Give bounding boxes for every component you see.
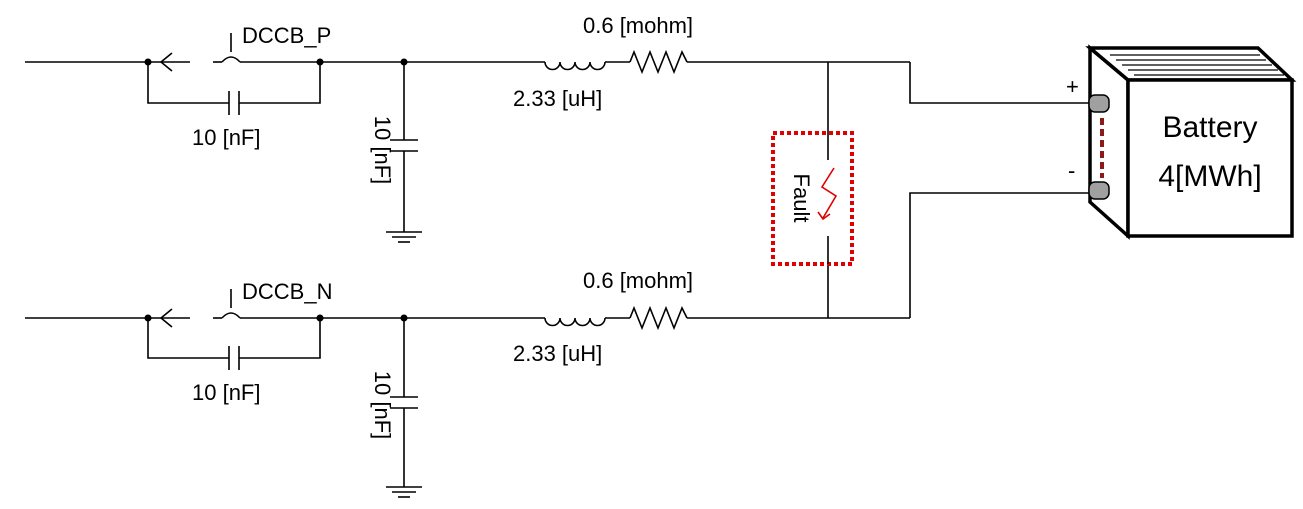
battery-plus-sign: + bbox=[1066, 74, 1079, 99]
resistor-p bbox=[629, 49, 688, 75]
battery-minus-terminal bbox=[1088, 181, 1110, 200]
shunt-capacitor-p bbox=[390, 62, 418, 232]
resistor-p-label: 0.6 [mohm] bbox=[583, 13, 693, 38]
inductor-n bbox=[544, 317, 606, 327]
battery-capacity-label: 4[MWh] bbox=[1158, 160, 1261, 193]
fault-element: Fault bbox=[771, 62, 854, 318]
breaker-n-label: DCCB_N bbox=[242, 279, 332, 304]
shunt-capacitor-p-label: 10 [nF] bbox=[370, 116, 395, 184]
ground-symbol-p bbox=[386, 231, 422, 243]
junction-dot bbox=[144, 314, 152, 322]
breaker-n bbox=[148, 289, 320, 328]
fault-arrow-head-icon bbox=[817, 211, 831, 221]
fault-highlight-box bbox=[771, 131, 854, 266]
shunt-capacitor-n-label: 10 [nF] bbox=[370, 371, 395, 439]
shunt-capacitor-n bbox=[390, 318, 418, 487]
snubber-capacitor-p-label: 10 [nF] bbox=[192, 125, 260, 150]
battery-plus-terminal bbox=[1088, 94, 1110, 113]
battery-minus-wire bbox=[909, 192, 1090, 318]
snubber-capacitor-n bbox=[147, 318, 321, 370]
resistor-n-label: 0.6 [mohm] bbox=[583, 268, 693, 293]
positive-rail: DCCB_P 10 [nF] 10 [nF] bbox=[25, 13, 1090, 243]
breaker-p bbox=[148, 33, 320, 72]
inductor-p-label: 2.33 [uH] bbox=[513, 86, 602, 111]
breaker-p-label: DCCB_P bbox=[242, 23, 331, 48]
negative-rail: DCCB_N 10 [nF] 10 [nF] 0.6 [mohm] 2.33 [… bbox=[25, 192, 1090, 498]
ground-symbol-n bbox=[386, 486, 422, 498]
snubber-capacitor-p bbox=[147, 62, 321, 115]
junction-dot bbox=[144, 58, 152, 66]
battery-front-face bbox=[1126, 78, 1294, 238]
inductor-p bbox=[544, 61, 606, 71]
battery: + - Battery 4[MWh] bbox=[1066, 44, 1297, 240]
snubber-capacitor-n-label: 10 [nF] bbox=[192, 380, 260, 405]
fault-lightning-icon bbox=[820, 167, 838, 219]
battery-plus-wire bbox=[909, 62, 1090, 104]
battery-minus-sign: - bbox=[1068, 158, 1075, 183]
fault-label: Fault bbox=[789, 174, 814, 223]
resistor-n bbox=[629, 305, 688, 331]
battery-top-vents bbox=[1110, 54, 1284, 76]
battery-name-label: Battery bbox=[1162, 111, 1257, 144]
inductor-n-label: 2.33 [uH] bbox=[513, 341, 602, 366]
